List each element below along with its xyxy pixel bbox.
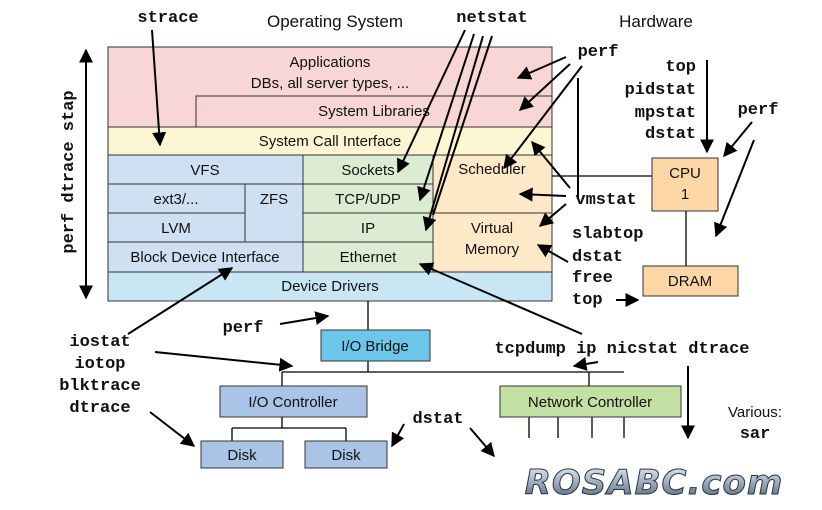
io-bridge-box xyxy=(320,329,431,362)
netstat-arrow-3 xyxy=(422,35,484,232)
network-controller-box xyxy=(499,385,682,418)
arrows xyxy=(79,29,755,458)
cpu-box xyxy=(651,157,719,212)
slabtop-tool: slabtop xyxy=(572,225,643,244)
vmstat-mem-arrow xyxy=(538,203,567,227)
vmstat-left-arrow xyxy=(518,187,567,202)
disk-1-box xyxy=(200,440,284,469)
scheduler-label: Scheduler xyxy=(458,161,526,178)
netstat-arrow-2 xyxy=(417,33,475,202)
system-call-interface-label: System Call Interface xyxy=(259,133,402,150)
iostat-block-arrow xyxy=(127,267,234,335)
vmstat-sched-arrow xyxy=(531,140,571,189)
netstat-tool: netstat xyxy=(456,9,527,28)
network-controller-label: Network Controller xyxy=(528,394,652,411)
os-stack xyxy=(107,46,553,302)
network-tools: tcpdump ip nicstat dtrace xyxy=(494,340,749,359)
perf-bridge-arrow xyxy=(279,311,330,325)
io-bridge-label: I/O Bridge xyxy=(341,338,409,355)
strace-tool: strace xyxy=(137,9,198,28)
dram-box xyxy=(642,265,739,297)
dstat-disk-tool: dstat xyxy=(412,410,463,429)
tcp-udp-box xyxy=(302,183,434,214)
hardware-bus-lines xyxy=(231,175,687,441)
perf-sched-arrow xyxy=(503,65,583,170)
strace-arrow xyxy=(151,29,167,147)
sar-tool: sar xyxy=(740,425,771,444)
device-drivers-label: Device Drivers xyxy=(281,278,379,295)
blktrace-tool: blktrace xyxy=(59,377,141,396)
hardware-header: Hardware xyxy=(619,12,693,31)
disk-1-label: Disk xyxy=(227,447,257,464)
dtrace-disk-arrow xyxy=(149,411,196,447)
disk-2-box xyxy=(304,440,388,469)
perf-cpu-arrow xyxy=(723,121,753,158)
cpu-count-label: 1 xyxy=(681,186,689,203)
os-header: Operating System xyxy=(267,12,403,31)
netstat-arrow-4 xyxy=(432,35,493,216)
applications-sublabel: DBs, all server types, ... xyxy=(251,75,409,92)
perf-bridge-tool: perf xyxy=(223,319,264,338)
nettools-bus-arrow xyxy=(572,357,599,371)
perf-apps-tool: perf xyxy=(578,43,619,62)
iotop-bus-arrow xyxy=(154,351,294,372)
dstat-right-arrow xyxy=(469,427,495,458)
dstat-cpu-tool: dstat xyxy=(645,125,696,144)
tcp-udp-label: TCP/UDP xyxy=(335,191,401,208)
perf-libs-arrow xyxy=(518,63,571,111)
cpu-label: CPU xyxy=(669,165,701,182)
dtrace-io-tool: dtrace xyxy=(69,399,130,418)
free-tool: free xyxy=(572,269,613,288)
hardware-boxes xyxy=(200,157,739,469)
perf-dtrace-stap-tool: perf dtrace stap xyxy=(60,90,79,253)
io-controller-box xyxy=(219,385,368,418)
virtual-memory-label-2: Memory xyxy=(465,241,520,258)
hardware-labels: CPU 1 DRAM I/O Bridge I/O Controller Net… xyxy=(227,165,712,464)
dram-label: DRAM xyxy=(668,273,712,290)
top-tool: top xyxy=(665,58,696,77)
iostat-tool: iostat xyxy=(69,333,130,352)
perf-cpu-tool: perf xyxy=(738,101,779,120)
nettools-ethernet-arrow xyxy=(418,262,583,335)
tool-labels: strace netstat perf perf dtrace stap top… xyxy=(59,9,782,444)
ethernet-label: Ethernet xyxy=(340,249,398,266)
system-libraries-layer xyxy=(195,95,553,128)
system-libraries-label: System Libraries xyxy=(318,103,430,120)
ip-label: IP xyxy=(361,220,375,237)
dstat-disk2-arrow xyxy=(391,423,405,448)
disk-2-label: Disk xyxy=(331,447,361,464)
netstat-arrow-1 xyxy=(397,29,466,174)
perf-apps-arrow xyxy=(516,56,567,80)
applications-label: Applications xyxy=(290,54,371,71)
pidstat-tool: pidstat xyxy=(625,81,696,100)
block-device-interface-box xyxy=(107,241,304,273)
virtual-memory-box xyxy=(432,212,553,273)
system-call-interface-layer xyxy=(107,126,553,156)
device-drivers-layer xyxy=(107,271,553,302)
ext3-label: ext3/... xyxy=(153,191,198,208)
mpstat-tool: mpstat xyxy=(635,104,696,123)
memgroup-vm-arrow xyxy=(536,244,569,263)
dstat-mem-tool: dstat xyxy=(572,248,623,267)
ethernet-box xyxy=(302,241,434,273)
vfs-label: VFS xyxy=(190,162,219,179)
watermark: ROSABC.com xyxy=(525,463,784,503)
zfs-label: ZFS xyxy=(260,191,288,208)
perf-dram-arrow xyxy=(714,139,755,238)
scheduler-box xyxy=(432,154,553,214)
sockets-label: Sockets xyxy=(341,162,394,179)
io-controller-label: I/O Controller xyxy=(248,394,337,411)
vmstat-tool: vmstat xyxy=(575,191,636,210)
top-mem-tool: top xyxy=(572,291,603,310)
block-device-interface-label: Block Device Interface xyxy=(130,249,279,266)
virtual-memory-label-1: Virtual xyxy=(471,220,513,237)
lvm-label: LVM xyxy=(161,220,191,237)
various-label: Various: xyxy=(728,404,782,421)
iotop-tool: iotop xyxy=(74,355,125,374)
